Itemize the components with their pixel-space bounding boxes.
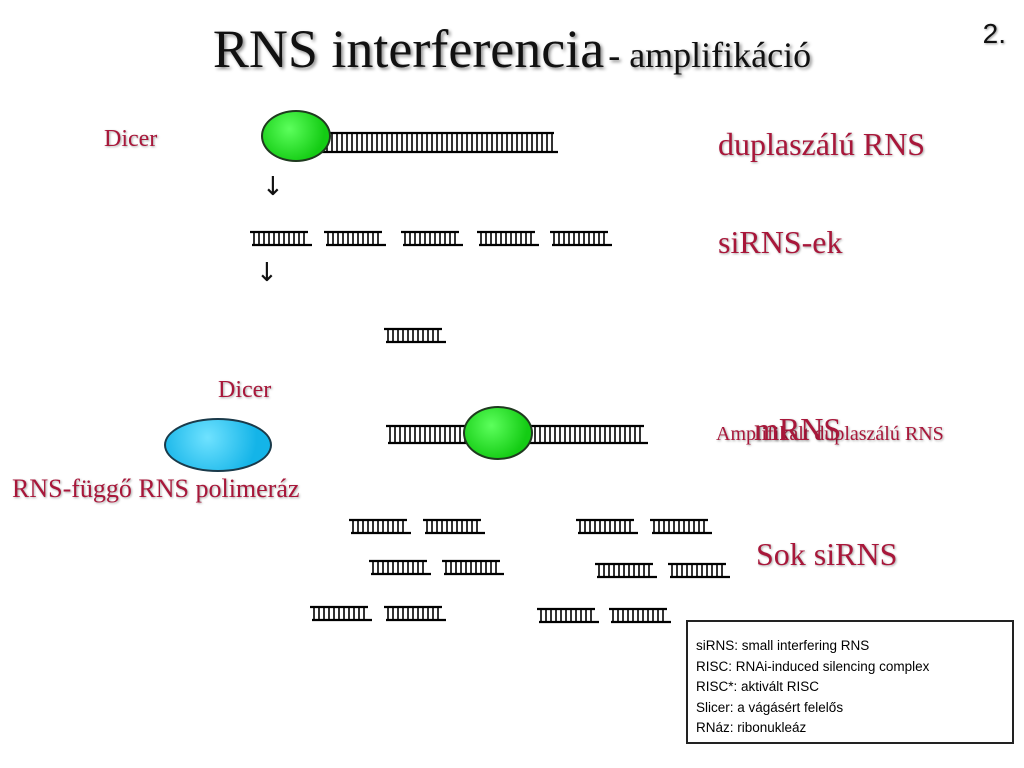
arrow-down-1: ↓ [262, 172, 284, 202]
sirna-duplex [550, 230, 612, 247]
title-main: RNS interferencia [212, 19, 605, 79]
sirna-label: siRNS-ek [718, 224, 843, 260]
sirna-duplex-many [310, 605, 372, 622]
slide-title: RNS interferencia - amplifikáció [0, 18, 1024, 80]
sirna-duplex-many [537, 607, 599, 624]
sirna-duplex-many [349, 518, 411, 535]
legend-item: siRNS: small interfering RNS [696, 638, 870, 653]
sirna-duplex-single [384, 327, 446, 344]
sirna-duplex-many [668, 562, 730, 579]
sirna-duplex-many [423, 518, 485, 535]
many-sirna-label: Sok siRNS [756, 536, 898, 572]
dsrna-label: duplaszálú RNS [718, 126, 926, 162]
legend-box: siRNS: small interfering RNS RISC: RNAi-… [686, 620, 1014, 744]
sirna-duplex-many [650, 518, 712, 535]
sirna-duplex [250, 230, 312, 247]
amplified-dsrna-label: Amplifikált duplaszálú RNS [716, 423, 944, 445]
sirna-duplex [324, 230, 386, 247]
legend-item: RISC*: aktivált RISC [696, 679, 820, 694]
slide-number: 2. [982, 18, 1006, 49]
dicer-label-top: Dicer [104, 126, 158, 152]
sirna-duplex-many [609, 607, 671, 624]
sirna-duplex-many [595, 562, 657, 579]
mrna-label: mRNS [754, 411, 842, 447]
title-sub: - amplifikáció [608, 35, 812, 75]
sirna-duplex [477, 230, 539, 247]
polymerase-blob [164, 418, 272, 472]
sirna-duplex-many [384, 605, 446, 622]
legend-item: RNáz: ribonukleáz [696, 720, 807, 735]
sirna-duplex-many [442, 559, 504, 576]
sirna-duplex-many [369, 559, 431, 576]
dicer-blob-top [261, 110, 331, 162]
legend-item: RISC: RNAi-induced silencing complex [696, 658, 930, 674]
polymerase-label: RNS-függő RNS polimeráz [12, 474, 300, 503]
dicer-label-mid: Dicer [218, 377, 272, 403]
legend-item: Slicer: a vágásért felelős [696, 699, 844, 715]
sirna-duplex [401, 230, 463, 247]
dicer-blob-mid [463, 406, 533, 460]
arrow-down-2: ↓ [256, 258, 278, 288]
dsrna-long [318, 131, 558, 154]
sirna-duplex-many [576, 518, 638, 535]
